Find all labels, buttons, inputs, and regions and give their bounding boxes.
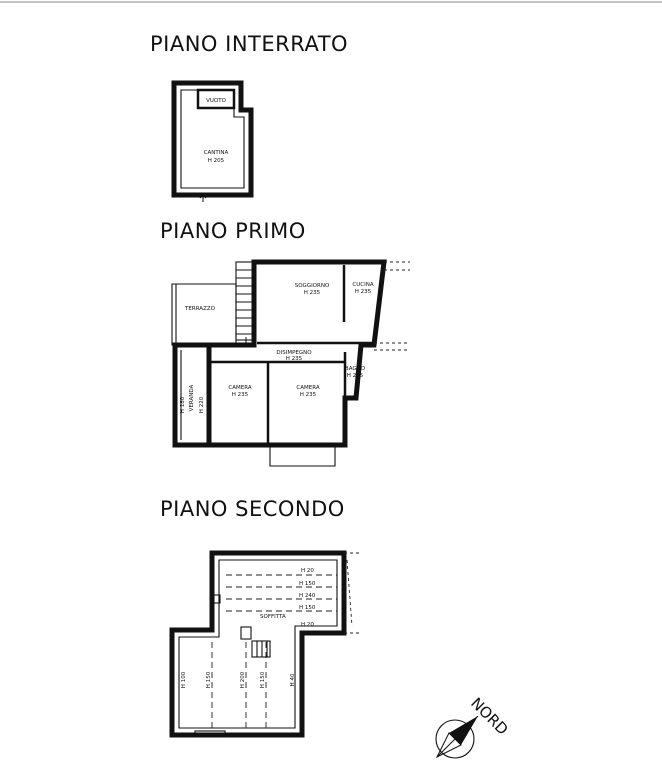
label-h150-a: H 150 bbox=[299, 581, 316, 587]
veranda-walls bbox=[172, 342, 212, 448]
stairs-secondo bbox=[251, 640, 271, 658]
plan-interrato: VUOTO CANTINA H 205 bbox=[171, 80, 254, 202]
label-soggiorno: SOGGIORNO bbox=[295, 283, 330, 289]
label-veranda-h220: H 220 bbox=[199, 396, 205, 413]
plan-primo: TERRAZZO SOGGIORNO H 235 CUCINA H 235 DI… bbox=[171, 259, 410, 467]
cantina-walls bbox=[171, 80, 254, 198]
compass-icon: NORD bbox=[435, 694, 512, 759]
label-cantina: CANTINA bbox=[204, 150, 229, 156]
label-camera-2-height: H 235 bbox=[300, 392, 317, 398]
label-veranda-h180: H 180 bbox=[180, 396, 186, 413]
label-v-h40: H 40 bbox=[290, 673, 296, 686]
label-bagno-height: H 235 bbox=[347, 373, 364, 379]
label-h20-top: H 20 bbox=[301, 568, 314, 574]
label-disimpegno: DISIMPEGNO bbox=[276, 350, 312, 356]
label-camera-1: CAMERA bbox=[228, 385, 251, 391]
label-soggiorno-height: H 235 bbox=[304, 290, 321, 296]
vuoto-box bbox=[196, 88, 236, 110]
title-piano-primo: PIANO PRIMO bbox=[160, 219, 306, 243]
label-vuoto: VUOTO bbox=[206, 98, 226, 104]
label-h240: H 240 bbox=[299, 593, 316, 599]
title-piano-interrato: PIANO INTERRATO bbox=[150, 32, 349, 56]
label-disimpegno-height: H 235 bbox=[286, 356, 303, 362]
label-camera-1-height: H 235 bbox=[232, 392, 249, 398]
label-h20-bottom: H 20 bbox=[301, 622, 314, 628]
label-cantina-height: H 205 bbox=[208, 158, 225, 164]
window-bottom bbox=[194, 730, 226, 737]
label-v-h100: H 100 bbox=[181, 671, 187, 688]
stair-opening bbox=[240, 626, 252, 640]
label-veranda: VERANDA bbox=[189, 384, 195, 411]
label-cucina-height: H 235 bbox=[355, 289, 372, 295]
stairs-primo bbox=[235, 261, 254, 341]
label-h150-b: H 150 bbox=[299, 605, 316, 611]
entrance-arrow-head bbox=[199, 194, 207, 199]
dash-ext-s3 bbox=[346, 559, 353, 627]
terrazzo-outline bbox=[171, 283, 237, 346]
label-soffitta: SOFFITTA bbox=[260, 614, 286, 620]
label-bagno: BAGNO bbox=[345, 366, 366, 372]
label-v-h150-a: H 150 bbox=[206, 671, 212, 688]
label-v-h150-b: H 150 bbox=[260, 671, 266, 688]
title-piano-secondo: PIANO SECONDO bbox=[160, 497, 345, 521]
secondo-outer-walls bbox=[169, 550, 347, 738]
label-cucina: CUCINA bbox=[352, 282, 373, 288]
compass-nord-label: NORD bbox=[467, 694, 512, 739]
label-v-h200: H 200 bbox=[240, 671, 246, 688]
secondo-inner-walls bbox=[178, 559, 338, 729]
balcony-primo bbox=[269, 445, 336, 467]
plan-secondo: H 20 H 150 H 240 H 150 SOFFITTA H 20 H 1… bbox=[169, 550, 360, 738]
label-terrazzo: TERRAZZO bbox=[184, 306, 216, 312]
label-camera-2: CAMERA bbox=[296, 385, 319, 391]
